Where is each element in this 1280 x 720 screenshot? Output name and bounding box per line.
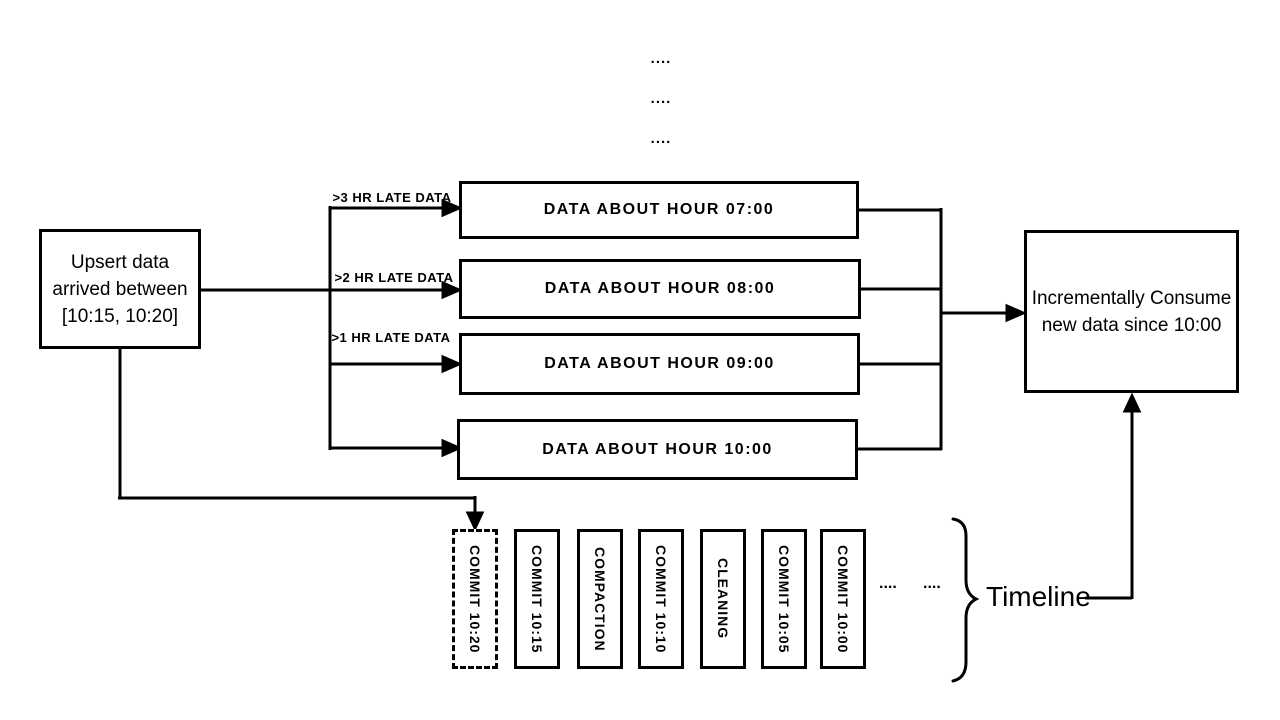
- arrowhead-consume: [1005, 303, 1027, 323]
- top-ellipsis-row-1: ....: [650, 50, 672, 67]
- timeline-instant-cleaning: CLEANING: [700, 529, 746, 669]
- consume-box-line-1: Incrementally Consume: [1031, 287, 1232, 309]
- data-box-hour-08: DATA ABOUT HOUR 08:00: [459, 259, 861, 319]
- upsert-box-line-3: [10:15, 10:20]: [61, 305, 179, 327]
- arrowhead-hour07: [441, 198, 463, 218]
- late-data-label-2hr: >2 HR LATE DATA: [334, 270, 454, 285]
- top-ellipsis-row-2: ....: [650, 90, 672, 107]
- data-box-hour-10: DATA ABOUT HOUR 10:00: [457, 419, 858, 480]
- timeline-instant-commit-1015-label: COMMIT 10:15: [529, 544, 545, 654]
- timeline-instant-commit-1020-label: COMMIT 10:20: [467, 544, 483, 654]
- consume-box-text: Incrementally Consume new data since 10:…: [1032, 285, 1232, 339]
- data-box-hour-07: DATA ABOUT HOUR 07:00: [459, 181, 859, 239]
- upsert-box-line-2: arrived between: [52, 278, 188, 300]
- arrowhead-hour08: [441, 280, 463, 300]
- timeline-brace: [951, 517, 980, 683]
- data-box-hour-09: DATA ABOUT HOUR 09:00: [459, 333, 860, 395]
- timeline-instant-compaction-label: COMPACTION: [592, 546, 608, 652]
- timeline-instant-commit-1005: COMMIT 10:05: [761, 529, 807, 669]
- timeline-ellipsis-1: ....: [879, 575, 897, 592]
- timeline-instant-commit-1000: COMMIT 10:00: [820, 529, 866, 669]
- timeline-instant-commit-1000-label: COMMIT 10:00: [835, 544, 851, 654]
- upsert-box-line-1: Upsert data: [70, 251, 170, 273]
- late-data-label-1hr: >1 HR LATE DATA: [331, 330, 451, 345]
- timeline-label: Timeline: [986, 581, 1091, 612]
- arrowhead-hour09: [441, 354, 463, 374]
- timeline-instant-commit-1015: COMMIT 10:15: [514, 529, 560, 669]
- consume-box: Incrementally Consume new data since 10:…: [1024, 230, 1239, 393]
- arrowhead-commit-1020: [465, 511, 485, 532]
- data-box-hour-10-label: DATA ABOUT HOUR 10:00: [542, 440, 773, 458]
- timeline-instant-compaction: COMPACTION: [577, 529, 623, 669]
- upsert-box: Upsert data arrived between [10:15, 10:2…: [39, 229, 201, 349]
- data-box-hour-08-label: DATA ABOUT HOUR 08:00: [544, 280, 776, 297]
- arrowhead-hour10: [441, 438, 463, 458]
- timeline-instant-commit-1020: COMMIT 10:20: [452, 529, 498, 669]
- timeline-instant-commit-1010: COMMIT 10:10: [638, 529, 684, 669]
- top-ellipsis-row-3: ....: [650, 130, 672, 147]
- arrowhead-timeline-up: [1122, 392, 1142, 413]
- timeline-ellipsis-2: ....: [923, 575, 941, 592]
- data-box-hour-07-label: DATA ABOUT HOUR 07:00: [543, 201, 775, 218]
- late-data-label-3hr: >3 HR LATE DATA: [332, 190, 452, 205]
- timeline-instant-cleaning-label: CLEANING: [715, 558, 731, 640]
- consume-box-line-2: new data since 10:00: [1041, 314, 1222, 336]
- timeline-instant-commit-1010-label: COMMIT 10:10: [653, 544, 669, 654]
- data-box-hour-09-label: DATA ABOUT HOUR 09:00: [544, 355, 775, 372]
- timeline-instant-commit-1005-label: COMMIT 10:05: [776, 544, 792, 654]
- upsert-box-text: Upsert data arrived between [10:15, 10:2…: [52, 249, 187, 330]
